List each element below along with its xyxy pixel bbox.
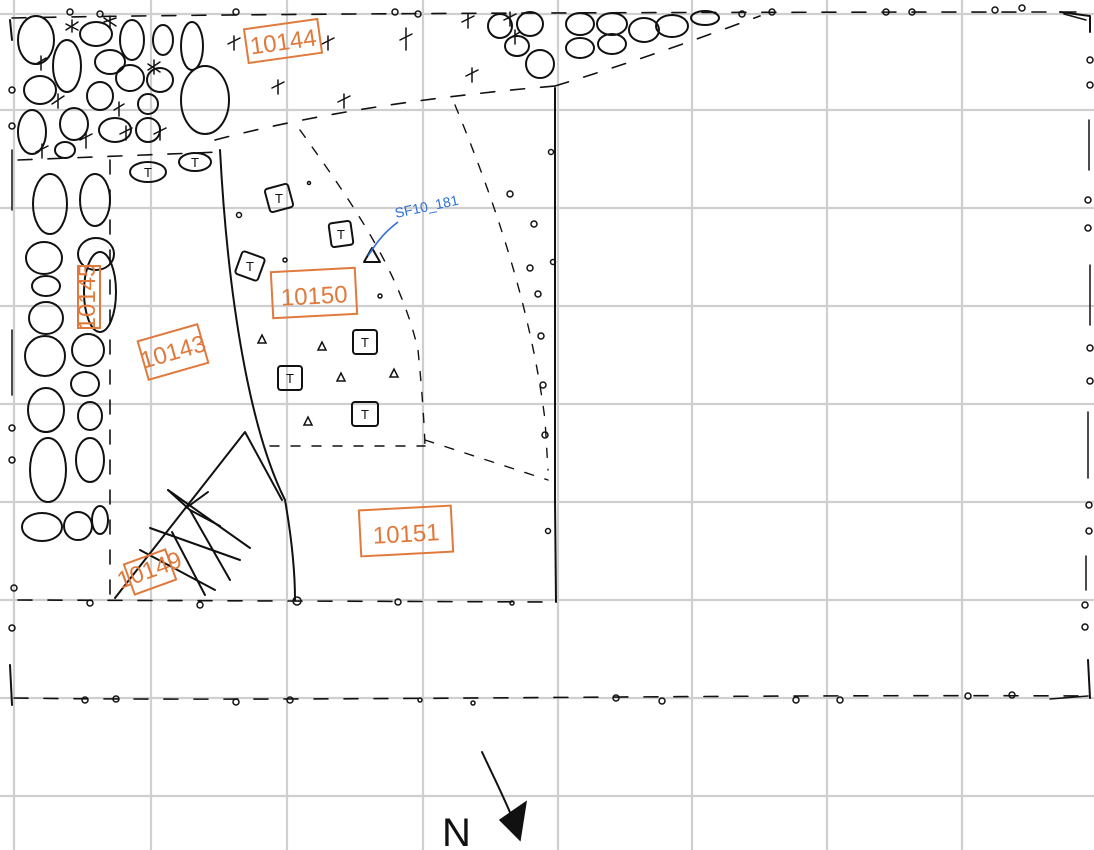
- small-find-annotation: SF10_181: [367, 192, 460, 257]
- wall-stones-10145: [21, 173, 117, 542]
- context-label-10145: 10145: [74, 264, 101, 331]
- context-label-10144: 10144: [242, 17, 324, 65]
- context-label-text: 10151: [372, 519, 440, 549]
- context-label-10151: 10151: [357, 504, 455, 558]
- stones-near-10143: T T: [129, 152, 212, 183]
- context-label-10143: 10143: [136, 322, 210, 382]
- context-label-text: 10145: [74, 264, 101, 331]
- edge-marks: [1049, 13, 1089, 700]
- tile-symbol: T: [286, 371, 294, 386]
- tile-symbol: T: [337, 227, 345, 242]
- north-arrow-label: N: [442, 811, 471, 850]
- cobble-stones-top-band: [487, 10, 720, 79]
- steps-10149: [114, 431, 283, 599]
- tile-symbol: T: [191, 155, 199, 170]
- tile-symbol: T: [144, 165, 152, 180]
- trench-boundary: [8, 4, 1094, 706]
- context-label-text: 10143: [137, 330, 209, 374]
- context-label-text: 10150: [280, 281, 348, 311]
- pebbles: [235, 180, 549, 439]
- tile-symbol: T: [361, 335, 369, 350]
- north-arrow: N: [442, 751, 528, 850]
- tile-symbol: T: [361, 407, 369, 422]
- context-label-10150: 10150: [269, 266, 359, 320]
- small-find-label: SF10_181: [393, 192, 460, 221]
- cobble-stones-10144: [17, 15, 230, 159]
- feature-10150-outline: [269, 104, 549, 481]
- star-symbols: [35, 11, 521, 159]
- tile-symbol: T: [246, 259, 254, 274]
- tile-symbol: T: [275, 191, 283, 206]
- excavation-area-edges: [17, 15, 761, 609]
